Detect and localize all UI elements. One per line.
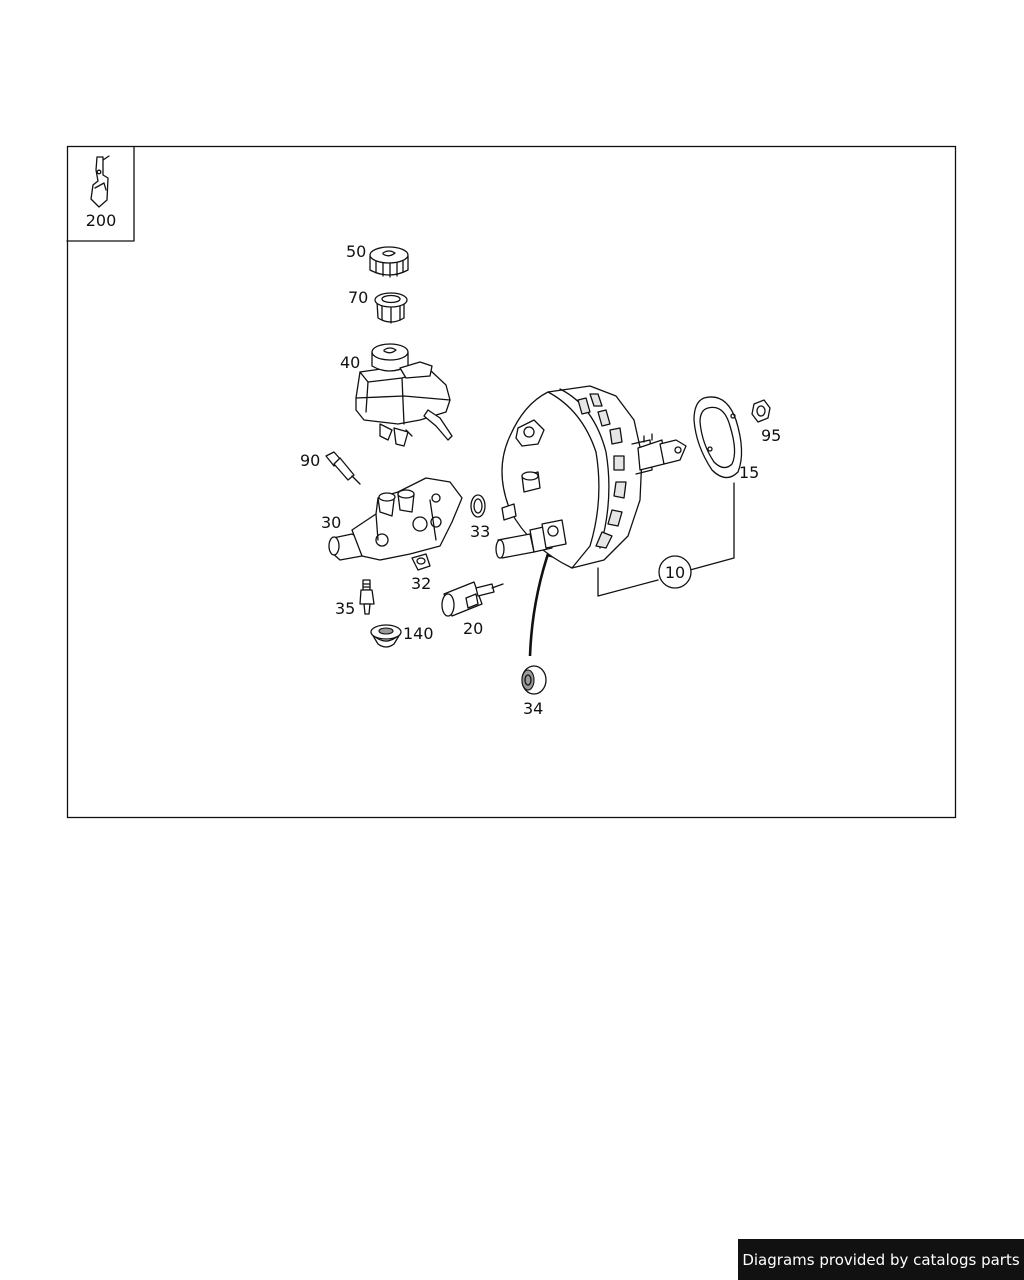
leader-10 xyxy=(597,567,659,597)
callout-34: 34 xyxy=(523,699,543,718)
diagram-frame xyxy=(66,145,957,819)
part-50-reservoir-cap[interactable] xyxy=(369,246,409,278)
clip-icon xyxy=(90,155,110,208)
callout-40: 40 xyxy=(340,353,360,372)
part-70-strainer[interactable] xyxy=(374,292,408,324)
part-33-seal-ring[interactable] xyxy=(470,494,486,518)
part-32-nut[interactable] xyxy=(411,553,431,571)
callout-140: 140 xyxy=(403,624,434,643)
part-30-master-cylinder[interactable] xyxy=(328,477,463,561)
part-15-gasket[interactable] xyxy=(693,396,743,479)
callout-32: 32 xyxy=(411,574,431,593)
footer-credit: Diagrams provided by catalogs parts xyxy=(738,1239,1024,1280)
part-34-grommet-seal[interactable] xyxy=(521,665,547,695)
leader-34 xyxy=(528,547,552,657)
part-90-bolt[interactable] xyxy=(325,451,361,485)
callout-50: 50 xyxy=(346,242,366,261)
callout-10-circle xyxy=(658,555,692,589)
callout-10: 10 xyxy=(665,563,685,582)
part-95-nut[interactable] xyxy=(751,399,771,423)
callout-90: 90 xyxy=(300,451,320,470)
group-icon-box: 200 xyxy=(66,146,135,242)
part-20-sensor[interactable] xyxy=(441,581,504,617)
part-10-brake-booster[interactable] xyxy=(495,385,687,569)
part-140-grommet[interactable] xyxy=(370,624,402,648)
callout-33: 33 xyxy=(470,522,490,541)
callout-20: 20 xyxy=(463,619,483,638)
callout-35: 35 xyxy=(335,599,355,618)
callout-95: 95 xyxy=(761,426,781,445)
callout-70: 70 xyxy=(348,288,368,307)
group-number: 200 xyxy=(86,211,117,230)
part-40-fluid-reservoir[interactable] xyxy=(355,343,453,447)
callout-15: 15 xyxy=(739,463,759,482)
leader-15 xyxy=(689,482,735,571)
callout-30: 30 xyxy=(321,513,341,532)
part-35-valve[interactable] xyxy=(359,579,375,615)
